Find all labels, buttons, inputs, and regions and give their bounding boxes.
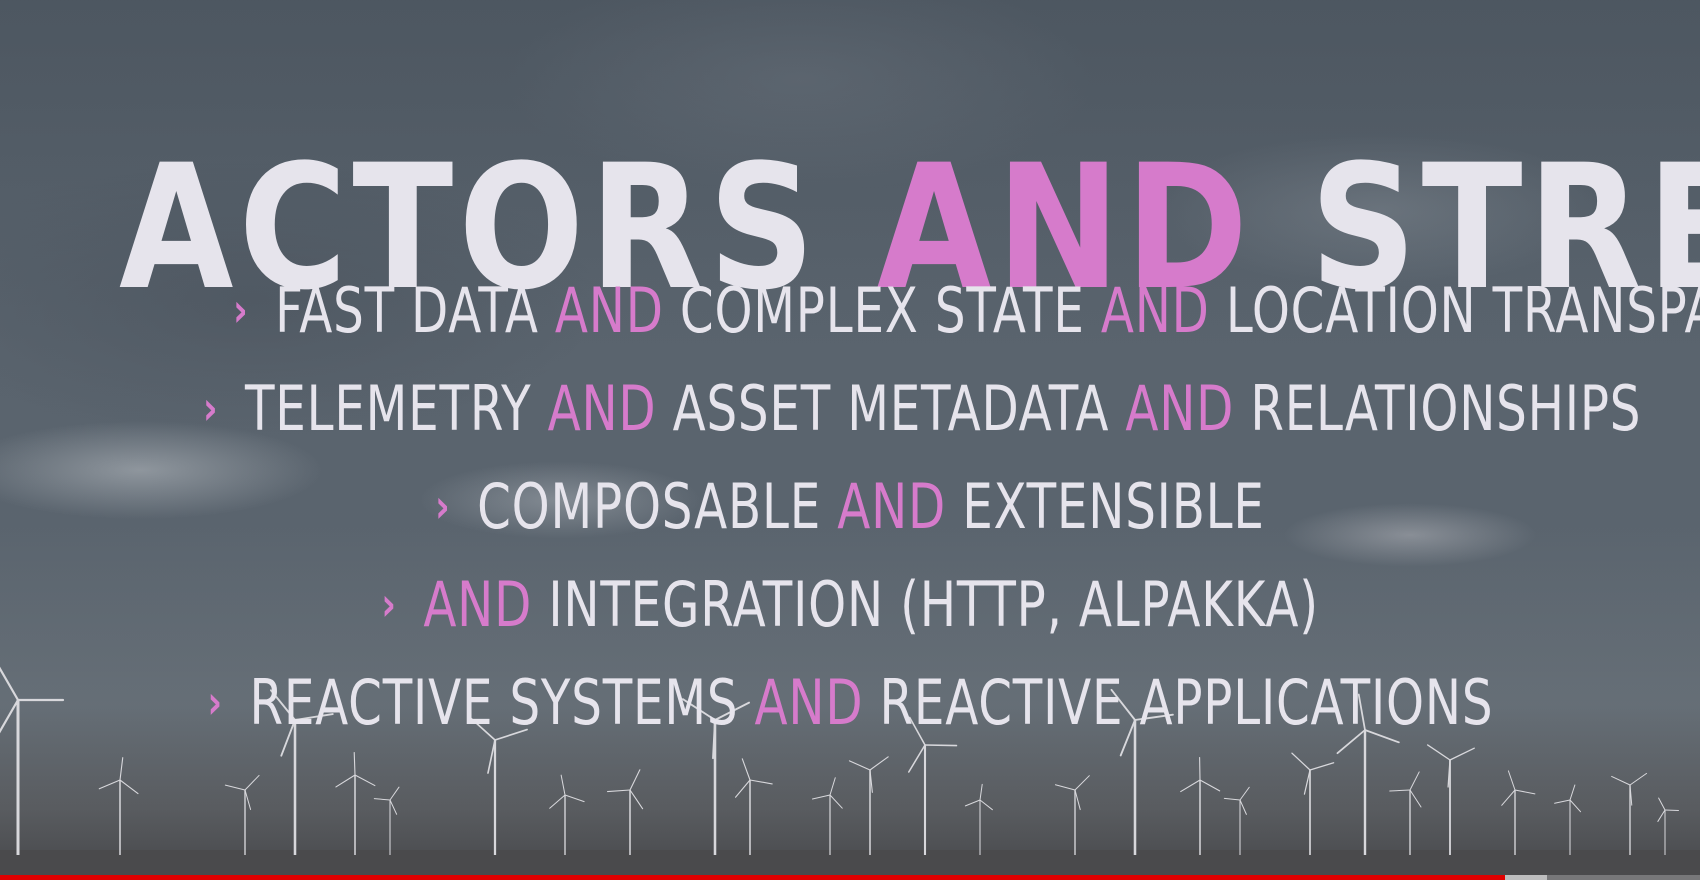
- bullet-highlight: AND: [423, 568, 533, 641]
- wind-turbine: [373, 786, 400, 855]
- bullet-segment: EXTENSIBLE: [946, 470, 1265, 543]
- bullet-text: › REACTIVE SYSTEMS AND REACTIVE APPLICATI…: [207, 654, 1493, 757]
- wind-turbine: [224, 774, 260, 855]
- wind-turbine: [469, 716, 528, 855]
- bullet-item: › AND INTEGRATION (HTTP, ALPAKKA): [0, 556, 1700, 654]
- wind-turbine: [1554, 784, 1582, 855]
- wind-turbine: [1611, 772, 1648, 855]
- bullet-item: › REACTIVE SYSTEMS AND REACTIVE APPLICATI…: [0, 654, 1700, 752]
- bullet-segment: LOCATION TRANSPARENCY: [1225, 274, 1700, 347]
- wind-turbine: [1291, 752, 1335, 855]
- bullet-segment: COMPOSABLE: [477, 470, 838, 543]
- bullet-text: › AND INTEGRATION (HTTP, ALPAKKA): [381, 556, 1319, 659]
- video-progress-bar[interactable]: [0, 875, 1700, 880]
- wind-turbine: [1501, 770, 1536, 855]
- bullet-highlight: AND: [754, 666, 864, 739]
- bullet-chevron-icon: ›: [381, 577, 397, 631]
- progress-played: [0, 875, 1505, 880]
- wind-turbine: [98, 757, 139, 855]
- wind-turbine: [1657, 797, 1679, 855]
- wind-turbine: [1223, 786, 1250, 855]
- progress-buffered: [1504, 875, 1547, 880]
- bullet-segment: INTEGRATION (HTTP, ALPAKKA): [532, 568, 1319, 641]
- bullet-highlight: AND: [554, 274, 664, 347]
- wind-turbine: [734, 758, 773, 855]
- wind-turbine: [964, 783, 993, 855]
- wind-turbine: [335, 751, 376, 855]
- bullet-highlight: AND: [1100, 274, 1210, 347]
- title-part-1: ACTORS: [119, 127, 877, 329]
- wind-turbine: [681, 698, 751, 855]
- wind-turbine: [908, 716, 958, 855]
- wind-turbine: [269, 689, 334, 855]
- bullet-segment: ASSET METADATA: [656, 372, 1126, 445]
- wind-turbine: [0, 666, 65, 855]
- bullet-list: › FAST DATA AND COMPLEX STATE AND LOCATIO…: [0, 262, 1700, 752]
- bullet-segment: FAST DATA: [275, 274, 555, 347]
- wind-turbine: [607, 769, 644, 855]
- bullet-segment: REACTIVE SYSTEMS: [249, 666, 755, 739]
- title-highlight: AND: [876, 127, 1254, 329]
- bullet-highlight: AND: [837, 470, 947, 543]
- bullet-segment: REACTIVE APPLICATIONS: [863, 666, 1493, 739]
- slide-title: ACTORS AND STREAMS: [119, 133, 1700, 323]
- bullet-item: › COMPOSABLE AND EXTENSIBLE: [0, 458, 1700, 556]
- bullet-highlight: AND: [1125, 372, 1235, 445]
- wind-turbine: [1110, 688, 1174, 855]
- bullet-segment: TELEMETRY: [244, 372, 548, 445]
- bullet-segment: RELATIONSHIPS: [1234, 372, 1642, 445]
- wind-turbine: [1054, 775, 1090, 855]
- bullet-chevron-icon: ›: [207, 675, 223, 729]
- bullet-segment: COMPLEX STATE: [663, 274, 1101, 347]
- wind-turbine: [549, 774, 585, 855]
- wind-turbine: [1336, 693, 1400, 855]
- wind-turbine: [1180, 756, 1221, 855]
- bullet-text: › TELEMETRY AND ASSET METADATA AND RELATI…: [203, 360, 1641, 463]
- wind-turbine: [1426, 744, 1475, 855]
- wind-turbine: [1389, 771, 1422, 855]
- bullet-chevron-icon: ›: [202, 381, 219, 435]
- bullet-text: › COMPOSABLE AND EXTENSIBLE: [435, 458, 1265, 561]
- bullet-chevron-icon: ›: [232, 283, 249, 337]
- bullet-text: › FAST DATA AND COMPLEX STATE AND LOCATIO…: [233, 262, 1700, 365]
- title-part-2: STREAMS: [1309, 127, 1700, 329]
- bullet-chevron-icon: ›: [435, 479, 451, 533]
- wind-turbine: [811, 777, 843, 855]
- bullet-item: › TELEMETRY AND ASSET METADATA AND RELATI…: [0, 360, 1700, 458]
- wind-turbine: [848, 756, 889, 855]
- bullet-item: › FAST DATA AND COMPLEX STATE AND LOCATIO…: [0, 262, 1700, 360]
- bullet-highlight: AND: [547, 372, 657, 445]
